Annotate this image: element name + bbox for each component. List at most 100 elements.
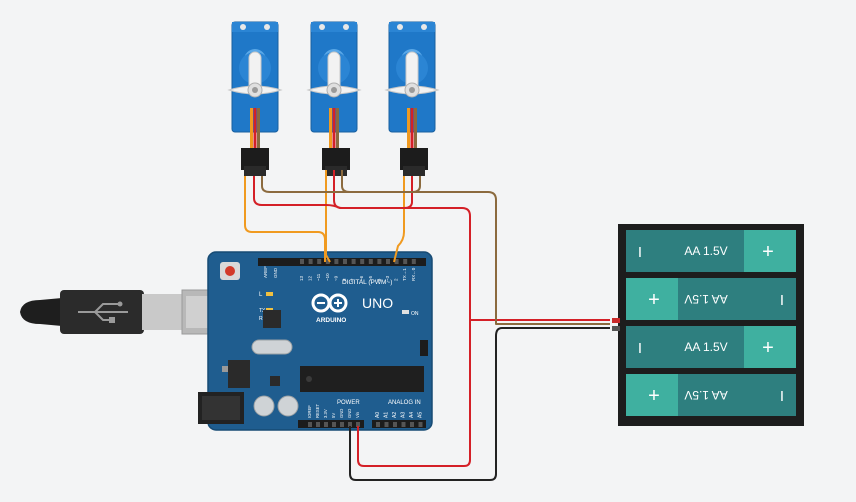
positive-terminal-label: + — [648, 289, 660, 311]
negative-terminal-label: I — [780, 388, 784, 405]
digital-pin-label: ~11 — [316, 273, 321, 281]
analog-pin[interactable] — [393, 422, 397, 427]
analog-pin-label: A1 — [384, 412, 390, 418]
power-pin[interactable] — [308, 422, 312, 427]
servo-motor — [384, 21, 440, 176]
power-pin[interactable] — [316, 422, 320, 427]
battery-pack: I + AA 1.5V I + AA 1.5V I + AA 1.5V I + AA 1.5V — [612, 224, 804, 426]
servo-connector — [241, 148, 269, 170]
positive-terminal-label: + — [648, 385, 660, 407]
power-pin[interactable] — [324, 422, 328, 427]
analog-pin[interactable] — [418, 422, 423, 427]
analog-pin[interactable] — [410, 422, 414, 427]
l-led-label: L — [259, 292, 263, 298]
power-pin[interactable] — [340, 422, 344, 427]
digital-pin-label: RX←0 — [411, 267, 416, 281]
servo-connector — [400, 148, 428, 170]
battery-cell: I + AA 1.5V — [626, 374, 796, 416]
power-pin-label: IOREF — [307, 405, 312, 418]
digital-pin-label: TX→1 — [402, 268, 407, 281]
digital-pin-label: 7 — [351, 278, 356, 281]
ground-bus-wire — [261, 176, 610, 325]
digital-pin[interactable] — [394, 259, 399, 264]
analog-pin[interactable] — [401, 422, 406, 427]
usb-cable — [20, 289, 243, 335]
gnd-label: GND — [273, 267, 278, 278]
vin-wire — [357, 320, 471, 467]
power-header — [298, 420, 364, 428]
power-pin-label: GND — [339, 409, 344, 418]
arduino-uno-board: DIGITAL (PWM~) L TX RX ARDUINO UNO ON — [198, 251, 433, 431]
wires — [244, 170, 610, 481]
digital-pin[interactable] — [360, 259, 365, 264]
digital-pin[interactable] — [377, 259, 382, 264]
model-label: UNO — [362, 295, 393, 311]
servo1-signal-wire — [244, 176, 326, 262]
digital-pin[interactable] — [343, 259, 347, 264]
voltage-regulator — [228, 360, 250, 388]
digital-pin-label: 2 — [394, 278, 399, 281]
battery-cell: I + AA 1.5V — [626, 326, 796, 368]
cell-voltage-label: AA 1.5V — [684, 292, 727, 306]
positive-terminal-label: + — [762, 241, 774, 263]
analog-pin[interactable] — [384, 422, 389, 427]
digital-pin[interactable] — [317, 259, 322, 264]
digital-pin-label: ~6 — [359, 275, 364, 281]
power-pin[interactable] — [332, 422, 336, 427]
digital-pin-label: 4 — [376, 278, 381, 281]
digital-pin[interactable] — [351, 259, 356, 264]
aref-label: AREF — [263, 266, 268, 278]
digital-pin-label: 12 — [308, 275, 313, 281]
analog-header — [372, 420, 426, 428]
servo-motor — [227, 21, 283, 176]
digital-pin[interactable] — [368, 259, 373, 264]
analog-pin[interactable] — [376, 422, 380, 427]
positive-terminal-label: + — [762, 337, 774, 359]
digital-label: DIGITAL (PWM~) — [342, 279, 392, 286]
digital-pin-label: ~3 — [385, 275, 390, 281]
power-pin-label: GND — [347, 409, 352, 418]
analog-pin-label: A2 — [392, 412, 398, 418]
digital-pin-label: 13 — [299, 275, 304, 281]
cell-voltage-label: AA 1.5V — [684, 340, 727, 354]
on-label: ON — [411, 311, 419, 317]
power-pin[interactable] — [356, 422, 360, 427]
atmega-chip — [300, 366, 424, 392]
battery-cell: I + AA 1.5V — [626, 230, 796, 272]
servo2-signal-wire — [325, 170, 331, 263]
digital-pin-label: ~9 — [333, 275, 338, 281]
negative-terminal-label: I — [638, 340, 642, 357]
power-pin-label: 3.3V — [323, 409, 328, 418]
analog-label: ANALOG IN — [388, 400, 421, 406]
battery-cell: I + AA 1.5V — [626, 278, 796, 320]
power-bus-wire — [253, 176, 610, 321]
negative-terminal-label: I — [638, 244, 642, 261]
capacitor-1 — [253, 395, 275, 417]
servo-connector — [322, 148, 350, 170]
rx-label: RX — [259, 316, 267, 322]
capacitor-2 — [277, 395, 299, 417]
gnd-wire — [349, 327, 610, 481]
arduino-logo-icon — [311, 293, 348, 313]
analog-pin-label: A5 — [418, 412, 424, 418]
digital-pin[interactable] — [300, 259, 304, 264]
digital-pin[interactable] — [325, 259, 330, 264]
digital-pin[interactable] — [411, 259, 416, 264]
digital-pin-label: ~5 — [368, 275, 373, 281]
power-pin[interactable] — [348, 422, 352, 427]
digital-pin[interactable] — [334, 259, 339, 264]
power-pin-label: Vin — [355, 411, 360, 418]
cell-voltage-label: AA 1.5V — [684, 244, 727, 258]
analog-pin-label: A4 — [409, 412, 415, 418]
digital-pin[interactable] — [403, 259, 408, 264]
digital-pin[interactable] — [308, 259, 313, 264]
brand-label: ARDUINO — [316, 317, 346, 324]
negative-terminal-label: I — [780, 292, 784, 309]
digital-pin[interactable] — [386, 259, 390, 264]
cell-voltage-label: AA 1.5V — [684, 388, 727, 402]
servo3-signal-wire — [393, 176, 405, 263]
